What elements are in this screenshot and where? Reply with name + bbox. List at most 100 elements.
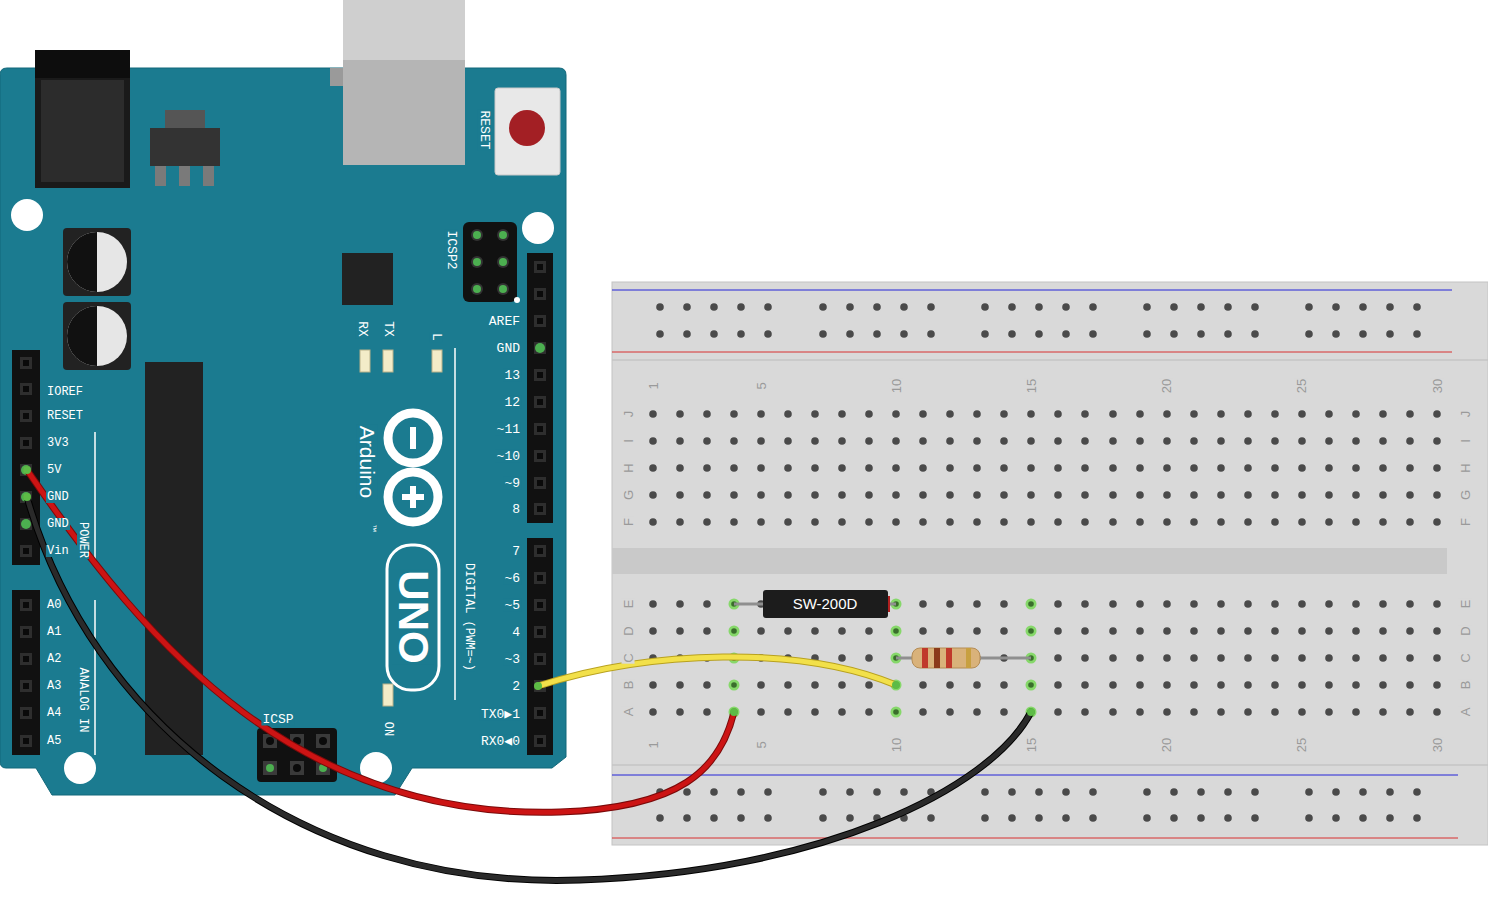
breadboard-hole (1379, 708, 1387, 716)
breadboard-hole (1027, 491, 1035, 499)
power-jack-top (35, 50, 130, 78)
breadboard-hole (1298, 681, 1306, 689)
breadboard-hole (892, 464, 900, 472)
pin-highlight (499, 285, 507, 293)
breadboard-hole (1163, 708, 1171, 716)
breadboard-hole (1298, 654, 1306, 662)
wire-end (23, 466, 31, 474)
breadboard-hole (1244, 627, 1252, 635)
column-number: 15 (1025, 737, 1038, 753)
breadboard-hole (1000, 410, 1008, 418)
hole-highlight (891, 626, 902, 637)
icsp-pin (471, 229, 483, 241)
breadboard-hole (703, 464, 711, 472)
breadboard (612, 282, 1488, 845)
header-pin (534, 423, 546, 435)
breadboard-hole (846, 330, 854, 338)
pin-name: A2 (46, 653, 62, 665)
pin-name: TX0▶1 (480, 708, 521, 721)
breadboard-hole (919, 464, 927, 472)
usb-chip (342, 253, 393, 305)
pin1-dot (514, 297, 520, 303)
breadboard-hole (1062, 814, 1070, 822)
breadboard-hole (838, 464, 846, 472)
breadboard-hole (873, 330, 881, 338)
breadboard-hole (1089, 330, 1097, 338)
row-letter: B (1459, 680, 1472, 691)
breadboard-hole (1190, 491, 1198, 499)
breadboard-hole (1325, 437, 1333, 445)
breadboard-hole (1271, 627, 1279, 635)
breadboard-hole (893, 628, 899, 634)
breadboard-hole (757, 681, 765, 689)
row-letter: J (1459, 410, 1472, 419)
breadboard-hole (838, 627, 846, 635)
microcontroller-chip (145, 362, 203, 755)
breadboard-hole (730, 410, 738, 418)
pin-hole (537, 399, 543, 405)
breadboard-hole (865, 410, 873, 418)
breadboard-hole (1190, 681, 1198, 689)
breadboard-hole (1109, 410, 1117, 418)
breadboard-hole (676, 627, 684, 635)
breadboard-hole (1379, 654, 1387, 662)
breadboard-hole (1089, 788, 1097, 796)
breadboard-hole (811, 518, 819, 526)
led-label: TX (382, 320, 395, 338)
pin-hole (537, 629, 543, 635)
breadboard-hole (1035, 788, 1043, 796)
breadboard-hole (1352, 708, 1360, 716)
breadboard-hole (1298, 600, 1306, 608)
breadboard-hole (819, 330, 827, 338)
breadboard-hole (1190, 600, 1198, 608)
ground-wire (27, 497, 1031, 880)
breadboard-hole (1217, 627, 1225, 635)
header-pins (20, 229, 546, 775)
icsp-pin (290, 734, 304, 748)
logo-plus (402, 494, 424, 500)
breadboard-hole (838, 681, 846, 689)
breadboard-hole (1054, 491, 1062, 499)
header-pin (534, 735, 546, 747)
breadboard-hole (1081, 627, 1089, 635)
breadboard-hole (819, 788, 827, 796)
breadboard-hole (1008, 814, 1016, 822)
breadboard-hole (1332, 330, 1340, 338)
breadboard-hole (1325, 708, 1333, 716)
mounting-hole (522, 212, 554, 244)
led-label: RX (356, 320, 369, 338)
hole-highlight (729, 653, 740, 664)
breadboard-hole (676, 708, 684, 716)
breadboard-hole (1062, 330, 1070, 338)
breadboard-hole (1386, 814, 1394, 822)
column-number: 30 (1431, 378, 1444, 394)
breadboard-hole (1190, 708, 1198, 716)
usb-connector (343, 0, 465, 165)
breadboard-hole (1352, 627, 1360, 635)
breadboard-hole (1170, 788, 1178, 796)
breadboard-hole (1352, 600, 1360, 608)
breadboard-hole (1271, 654, 1279, 662)
breadboard-hole (649, 518, 657, 526)
breadboard-hole (1081, 681, 1089, 689)
breadboard-hole (1244, 518, 1252, 526)
breadboard-hole (1081, 708, 1089, 716)
header-pin (534, 626, 546, 638)
header-pin (20, 383, 32, 395)
rail-line-blue (612, 290, 1452, 291)
breadboard-hole (927, 788, 935, 796)
breadboard-hole (1325, 627, 1333, 635)
breadboard-hole (1359, 814, 1367, 822)
breadboard-hole (1217, 654, 1225, 662)
breadboard-hole (946, 600, 954, 608)
breadboard-hole (1433, 708, 1441, 716)
breadboard-hole (1136, 464, 1144, 472)
breadboard-hole (1109, 708, 1117, 716)
breadboard-hole (946, 627, 954, 635)
logo-loop (388, 413, 438, 463)
header-pin (534, 450, 546, 462)
breadboard-hole (683, 330, 691, 338)
wire-end (23, 493, 31, 501)
breadboard-hole (811, 491, 819, 499)
